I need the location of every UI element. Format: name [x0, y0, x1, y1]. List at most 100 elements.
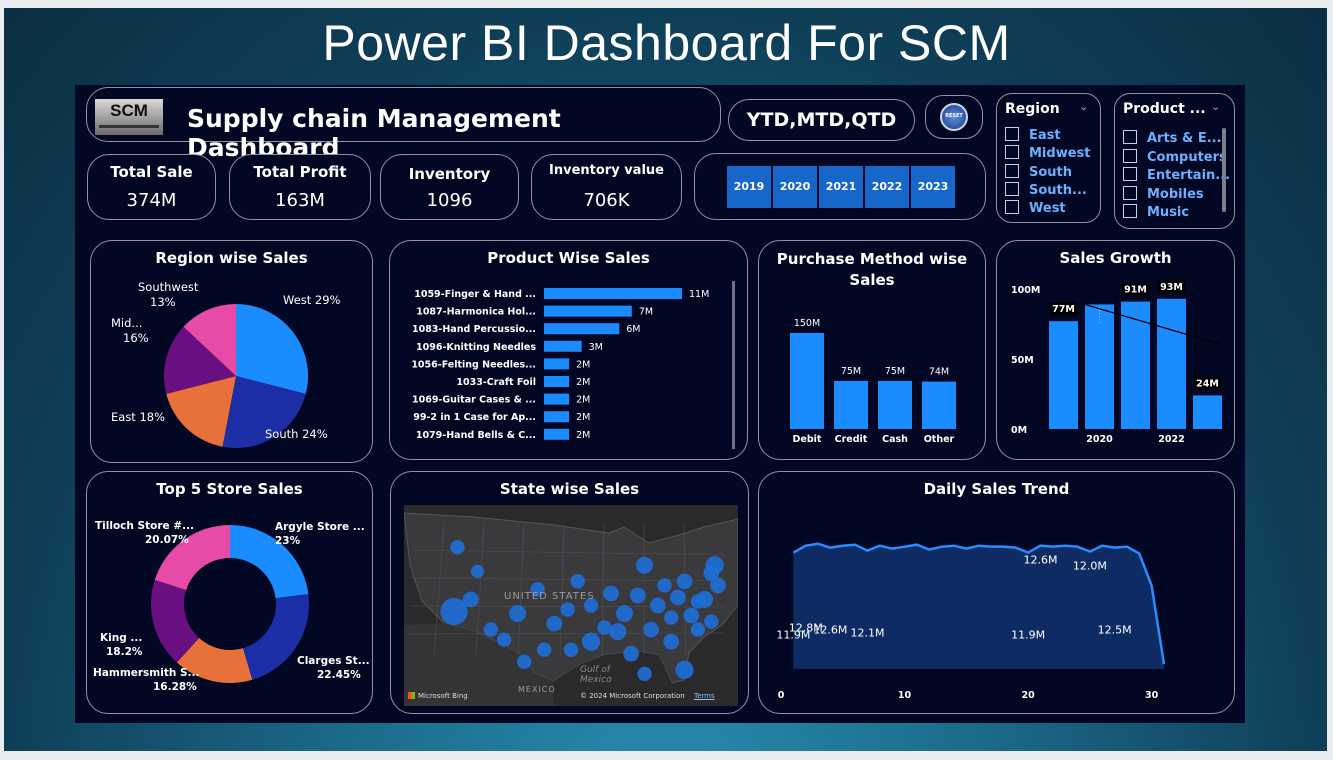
state-border — [517, 524, 525, 656]
data-label-box — [1193, 376, 1222, 390]
checkbox-icon[interactable] — [1123, 167, 1137, 181]
year-button-2020[interactable]: 2020 — [773, 166, 817, 208]
checkbox-icon[interactable] — [1005, 127, 1019, 141]
year-button-2023[interactable]: 2023 — [911, 166, 955, 208]
kpi-value: 1096 — [426, 190, 473, 211]
map-sea-label: Gulf of Mexico — [580, 665, 612, 685]
product-option-label: Music — [1147, 205, 1190, 220]
checkbox-icon[interactable] — [1005, 164, 1019, 178]
map-bubble — [663, 633, 680, 650]
year-button-2021[interactable]: 2021 — [819, 166, 863, 208]
pie-slice — [164, 326, 236, 394]
checkbox-icon[interactable] — [1005, 200, 1019, 214]
kpi-total-profit: Total Profit 163M — [229, 154, 371, 220]
map-area[interactable]: UNITED STATES Gulf of Mexico MEXICO Micr… — [404, 505, 738, 706]
region-option-label: Midwest — [1029, 146, 1091, 161]
bar-value-label: 75M — [885, 366, 905, 377]
product-option-label: Computers — [1147, 150, 1227, 165]
region-option-west[interactable]: West — [1005, 200, 1066, 216]
map-bubble — [676, 573, 693, 590]
bar-category-label: Credit — [835, 434, 868, 445]
pie-slice — [236, 304, 308, 394]
bar-value-label: 75M — [841, 366, 861, 377]
bar — [790, 333, 824, 429]
checkbox-icon[interactable] — [1123, 149, 1137, 163]
bar-category-label: 1033-Craft Foil — [456, 377, 536, 388]
header-card: SCM Supply chain Management Dashboard — [86, 87, 721, 162]
product-option-label: Arts & E... — [1147, 131, 1222, 146]
state-border — [409, 577, 725, 582]
product-option-music[interactable]: Music — [1123, 204, 1189, 220]
map-country-label: UNITED STATES — [504, 591, 595, 602]
bar-value-label: 11M — [689, 289, 709, 300]
year-button-2019[interactable]: 2019 — [727, 166, 771, 208]
bar — [544, 340, 582, 352]
product-option-entertainment[interactable]: Entertain... — [1123, 167, 1230, 183]
donut-slice — [242, 594, 309, 680]
reset-icon: RESET — [940, 103, 968, 131]
donut-slice — [154, 525, 230, 590]
map-bubble — [583, 598, 599, 613]
map-bubble — [450, 540, 465, 555]
reset-button[interactable]: RESET — [925, 95, 983, 139]
bar — [1085, 304, 1114, 429]
slicer-scrollbar[interactable] — [1222, 128, 1226, 212]
map-copyright: © 2024 Microsoft Corporation — [580, 692, 685, 700]
map-bubble — [581, 632, 601, 651]
product-option-computers[interactable]: Computers — [1123, 149, 1227, 165]
bar-category-label: 1079-Hand Bells & C... — [416, 430, 536, 441]
reset-label: RESET — [945, 113, 963, 119]
data-label: 12.1M — [850, 627, 884, 640]
us-map — [404, 512, 738, 706]
donut-label: Hammersmith S... — [93, 667, 200, 679]
product-slicer: Product ... ⌄ Arts & E... Computers Ente… — [1114, 93, 1235, 229]
pie-label: East 18% — [111, 410, 165, 424]
chart-scrollbar[interactable] — [732, 281, 735, 449]
bar-value-label: 2M — [576, 359, 590, 370]
chart-title: Top 5 Store Sales — [156, 480, 303, 498]
map-bubble — [497, 632, 512, 647]
bar-value-label: 77M — [1052, 304, 1075, 315]
period-button[interactable]: YTD,MTD,QTD — [728, 99, 915, 141]
x-tick-label: 30 — [1145, 690, 1159, 701]
year-button-2022[interactable]: 2022 — [865, 166, 909, 208]
bar-category-label: 1056-Felting Needles... — [411, 359, 536, 370]
bar — [1049, 321, 1078, 429]
product-option-mobiles[interactable]: Mobiles — [1123, 186, 1204, 202]
map-bubble — [537, 642, 552, 657]
region-option-east[interactable]: East — [1005, 127, 1061, 143]
map-title: State wise Sales — [499, 480, 640, 498]
checkbox-icon[interactable] — [1123, 204, 1137, 218]
map-bubble — [629, 587, 646, 604]
chevron-down-icon[interactable]: ⌄ — [1211, 100, 1221, 113]
checkbox-icon[interactable] — [1005, 182, 1019, 196]
map-bubble — [563, 642, 579, 657]
y-tick-label: 50M — [1011, 355, 1034, 366]
y-tick-label: 100M — [1011, 285, 1040, 296]
checkbox-icon[interactable] — [1123, 130, 1137, 144]
product-option-arts[interactable]: Arts & E... — [1123, 130, 1222, 146]
checkbox-icon[interactable] — [1005, 145, 1019, 159]
kpi-inventory: Inventory 1096 — [380, 154, 519, 220]
checkbox-icon[interactable] — [1123, 186, 1137, 200]
region-option-south[interactable]: South — [1005, 164, 1072, 180]
bar — [922, 381, 956, 429]
bar-category-label: Cash — [882, 434, 908, 445]
kpi-value: 374M — [126, 190, 177, 211]
bar — [544, 305, 632, 317]
region-option-midwest[interactable]: Midwest — [1005, 145, 1090, 161]
x-tick-label: 20 — [1021, 690, 1035, 701]
map-terms-link[interactable]: Terms — [694, 692, 715, 700]
data-label: 12.5M — [1098, 624, 1132, 637]
map-bubble — [570, 574, 585, 589]
map-bubble — [615, 605, 633, 623]
chart-title: Purchase Method wise Sales — [776, 250, 968, 289]
bar-category-label: 1087-Harmonica Hol... — [416, 307, 536, 318]
region-option-southwest[interactable]: South... — [1005, 182, 1087, 198]
kpi-inventory-value: Inventory value 706K — [531, 154, 682, 220]
map-bubble — [636, 556, 653, 574]
pie-label: 16% — [123, 331, 149, 345]
chevron-down-icon[interactable]: ⌄ — [1079, 100, 1089, 113]
